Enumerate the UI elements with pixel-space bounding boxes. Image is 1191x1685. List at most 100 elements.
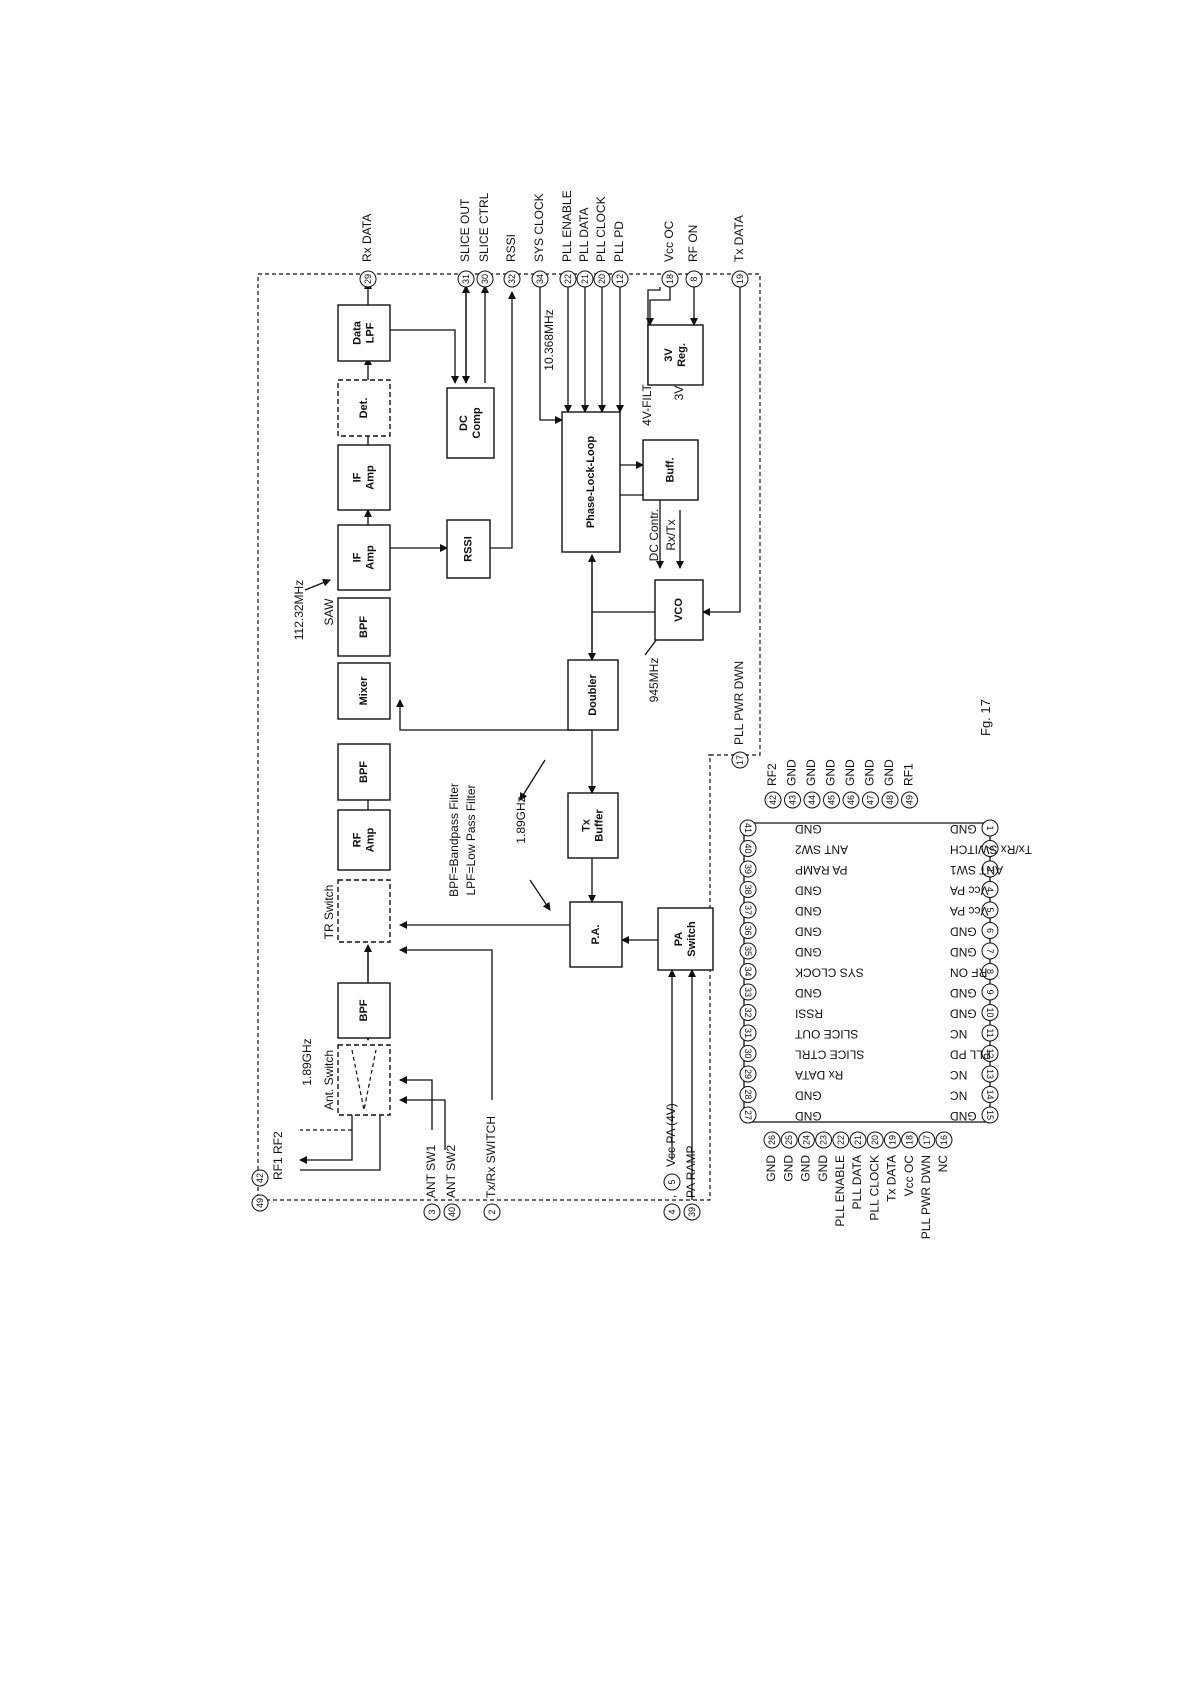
svg-text:12: 12	[985, 1048, 995, 1058]
pin-39: 39	[683, 1203, 701, 1221]
pin-12: 12	[611, 270, 629, 288]
pkg-pin-2: 2	[981, 840, 999, 857]
pkg-label-32: RSSI	[795, 1006, 823, 1020]
pin-label-12: PLL PD	[612, 221, 626, 262]
freq-vco-label: 945MHz	[647, 658, 661, 703]
pin-label-30: SLICE CTRL	[477, 192, 491, 262]
svg-text:21: 21	[580, 274, 590, 284]
block-label: PA	[673, 932, 685, 947]
pkg-label-7: GND	[950, 945, 977, 959]
block-bpf-c: BPF	[337, 597, 391, 657]
pkg-label-23: GND	[816, 1155, 830, 1182]
svg-text:43: 43	[788, 795, 798, 805]
rxtx-label: Rx/Tx	[664, 519, 678, 550]
pkg-label-10: GND	[950, 1006, 977, 1020]
svg-text:29: 29	[363, 274, 373, 284]
block-det: Det.	[337, 379, 391, 437]
block-label: Reg.	[676, 343, 688, 367]
pin-label-comma: ,	[664, 1195, 678, 1198]
svg-text:46: 46	[846, 795, 856, 805]
block-vco: VCO	[654, 579, 704, 641]
svg-text:23: 23	[819, 1135, 829, 1145]
pkg-pin-16: 16	[935, 1131, 953, 1149]
svg-text:14: 14	[985, 1089, 995, 1099]
svg-text:37: 37	[743, 905, 753, 915]
freq-ref-label: 10.368MHz	[542, 309, 556, 370]
svg-text:31: 31	[461, 274, 471, 284]
svg-text:22: 22	[563, 274, 573, 284]
pin-label-20: PLL CLOCK	[594, 196, 608, 262]
pkg-pin-39: 39	[739, 860, 757, 878]
pkg-pin-31: 31	[739, 1024, 757, 1042]
pkg-pin-17: 17	[918, 1131, 936, 1149]
pkg-label-41: GND	[795, 822, 822, 836]
block-label: IF	[351, 552, 363, 562]
pin-left-a: 49	[251, 1194, 269, 1212]
svg-text:30: 30	[480, 274, 490, 284]
svg-text:45: 45	[827, 795, 837, 805]
svg-text:29: 29	[743, 1069, 753, 1079]
svg-text:34: 34	[535, 274, 545, 284]
pkg-label-24: GND	[799, 1155, 813, 1182]
receive-chain-wires	[299, 281, 741, 1200]
pkg-pin-25: 25	[780, 1131, 798, 1149]
pin-left-b: 42	[251, 1169, 269, 1187]
block-label: LPF	[364, 322, 376, 343]
pkg-label-19: Tx DATA	[885, 1155, 899, 1202]
pkg-pin-36: 36	[739, 922, 757, 939]
pin-21: 21	[576, 270, 594, 288]
block-bpf-a: BPF	[337, 982, 391, 1039]
block-label: Comp	[471, 407, 483, 438]
block-label: Data	[351, 320, 363, 345]
svg-text:27: 27	[743, 1110, 753, 1120]
pkg-pin-46: 46	[842, 791, 860, 809]
svg-text:15: 15	[985, 1110, 995, 1120]
svg-text:41: 41	[743, 823, 753, 833]
pkg-pin-13: 13	[981, 1065, 999, 1083]
legend-lpf: LPF=Low Pass Filter	[464, 784, 478, 895]
block-tr-switch	[337, 879, 391, 943]
pin-3: 3	[423, 1203, 441, 1221]
pkg-label-13: NC	[950, 1068, 968, 1082]
svg-text:30: 30	[743, 1048, 753, 1058]
svg-text:38: 38	[743, 884, 753, 894]
pin-40: 40	[443, 1203, 461, 1221]
block-label: Tx	[580, 818, 592, 832]
tr-switch-label: TR Switch	[322, 885, 336, 940]
pkg-pin-18: 18	[901, 1131, 919, 1149]
svg-text:8: 8	[985, 969, 995, 974]
pkg-label-48: GND	[882, 759, 896, 786]
pkg-label-44: GND	[804, 759, 818, 786]
block-mixer: Mixer	[337, 662, 391, 720]
pkg-label-21: PLL DATA	[850, 1155, 864, 1209]
pin-label-39: PA RAMP	[684, 1146, 698, 1198]
svg-text:42: 42	[255, 1173, 265, 1183]
svg-text:18: 18	[905, 1135, 915, 1145]
pkg-label-45: GND	[824, 759, 838, 786]
pin-29: 29	[359, 270, 377, 288]
block-bpf-b: BPF	[337, 743, 391, 801]
pin-label-2: Tx/Rx SWITCH	[484, 1116, 498, 1198]
svg-text:44: 44	[807, 795, 817, 805]
pkg-label-25: GND	[781, 1155, 795, 1182]
pkg-pin-28: 28	[739, 1086, 757, 1103]
svg-text:3: 3	[985, 866, 995, 871]
pin-19: 19	[731, 270, 749, 288]
pkg-pin-45: 45	[823, 791, 840, 809]
dc-contr-label: DC Contr.	[647, 509, 661, 562]
svg-text:11: 11	[985, 1028, 995, 1037]
svg-text:26: 26	[767, 1135, 777, 1145]
pkg-label-36: GND	[795, 924, 822, 938]
svg-text:42: 42	[768, 795, 778, 805]
pin-label-34: SYS CLOCK	[532, 193, 546, 262]
pkg-pin-9: 9	[981, 983, 999, 1001]
pkg-pin-7: 7	[981, 942, 999, 960]
pkg-label-3: ANT SW1	[950, 863, 1003, 877]
pkg-pin-12: 12	[981, 1045, 999, 1062]
pkg-pin-20: 20	[866, 1131, 884, 1149]
svg-text:12: 12	[615, 274, 625, 284]
